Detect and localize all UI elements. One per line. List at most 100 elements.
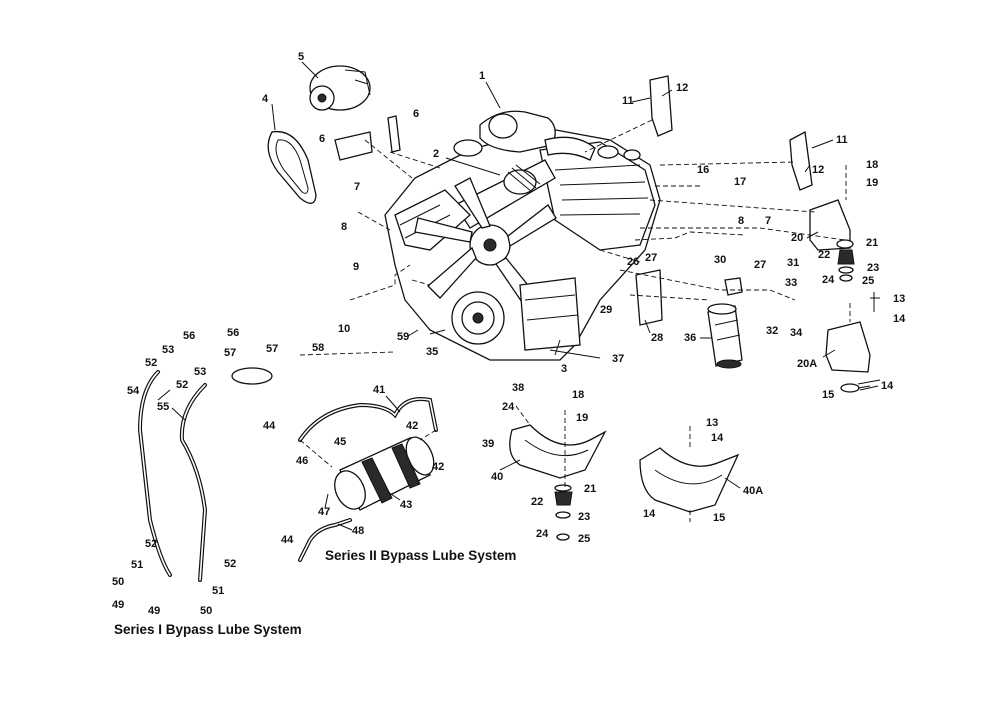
alternator-bracket (334, 131, 373, 161)
part-callout-52: 52 (145, 538, 157, 550)
part-callout-14: 14 (893, 313, 906, 325)
part-callout-6: 6 (413, 108, 419, 120)
part-callout-25: 25 (862, 275, 874, 287)
part-callout-14: 14 (643, 508, 656, 520)
part-callout-53: 53 (162, 344, 174, 356)
part-callout-23: 23 (867, 262, 879, 274)
part-callout-51: 51 (131, 559, 143, 571)
part-callout-46: 46 (296, 455, 308, 467)
part-callout-36: 36 (684, 332, 696, 344)
part-callout-18: 18 (572, 389, 584, 401)
part-callout-50: 50 (200, 605, 212, 617)
part-callout-48: 48 (352, 525, 364, 537)
part-callout-19: 19 (576, 412, 588, 424)
part-callout-32: 32 (766, 325, 778, 337)
bypass-oil-filter (334, 436, 435, 511)
part-callout-38: 38 (512, 382, 524, 394)
part-callout-55: 55 (157, 401, 169, 413)
part-callout-54: 54 (127, 385, 140, 397)
lifting-bracket (649, 75, 673, 137)
part-callout-11: 11 (622, 95, 634, 107)
part-callout-40: 40 (491, 471, 503, 483)
part-callout-10: 10 (338, 323, 350, 335)
part-callout-30: 30 (714, 254, 726, 266)
engine-block (384, 110, 661, 361)
part-callout-53: 53 (194, 366, 206, 378)
part-callout-24: 24 (502, 401, 515, 413)
part-callout-8: 8 (341, 221, 347, 233)
part-callout-12: 12 (676, 82, 688, 94)
part-callout-27: 27 (754, 259, 766, 271)
part-callout-40a: 40A (743, 485, 763, 497)
part-callout-3: 3 (561, 363, 567, 375)
part-callout-12: 12 (812, 164, 824, 176)
part-callout-14: 14 (881, 380, 894, 392)
part-callout-6: 6 (319, 133, 325, 145)
part-callout-7: 7 (765, 215, 771, 227)
part-callout-39: 39 (482, 438, 494, 450)
part-callout-25: 25 (578, 533, 590, 545)
part-callout-50: 50 (112, 576, 124, 588)
part-callout-45: 45 (334, 436, 346, 448)
part-callout-56: 56 (183, 330, 195, 342)
part-callout-4: 4 (262, 93, 269, 105)
part-callout-34: 34 (790, 327, 803, 339)
part-callout-13: 13 (706, 417, 718, 429)
part-callout-47: 47 (318, 506, 330, 518)
part-callout-13: 13 (893, 293, 905, 305)
fuel-filter (707, 303, 743, 369)
part-callout-44: 44 (263, 420, 276, 432)
part-callout-35: 35 (426, 346, 438, 358)
part-callout-11: 11 (836, 134, 848, 146)
part-callout-21: 21 (866, 237, 878, 249)
front-engine-mount (809, 199, 855, 282)
part-callout-20a: 20A (797, 358, 817, 370)
part-callout-8: 8 (738, 215, 744, 227)
part-callout-41: 41 (373, 384, 385, 396)
part-callout-49: 49 (148, 605, 160, 617)
part-callout-33: 33 (785, 277, 797, 289)
part-callout-22: 22 (818, 249, 830, 261)
part-callout-31: 31 (787, 257, 799, 269)
part-callout-59: 59 (397, 331, 409, 343)
part-callout-26: 26 (627, 256, 639, 268)
part-callout-18: 18 (866, 159, 878, 171)
adapter-plate (231, 367, 273, 385)
part-callout-14: 14 (711, 432, 724, 444)
part-callout-15: 15 (713, 512, 725, 524)
part-callout-24: 24 (536, 528, 549, 540)
drive-belt (267, 130, 317, 204)
caption-series-2: Series II Bypass Lube System (325, 548, 516, 563)
part-callout-57: 57 (224, 347, 236, 359)
part-callout-29: 29 (600, 304, 612, 316)
part-callout-16: 16 (697, 164, 709, 176)
part-callout-37: 37 (612, 353, 624, 365)
part-callout-57: 57 (266, 343, 278, 355)
part-callout-27: 27 (645, 252, 657, 264)
part-callout-44: 44 (281, 534, 294, 546)
caption-series-1: Series I Bypass Lube System (114, 622, 302, 637)
part-callout-2: 2 (433, 148, 439, 160)
part-callout-49: 49 (112, 599, 124, 611)
alternator (309, 65, 371, 111)
lower-bracket (509, 424, 607, 479)
part-callout-28: 28 (651, 332, 663, 344)
part-callout-23: 23 (578, 511, 590, 523)
part-callout-43: 43 (400, 499, 412, 511)
part-callout-56: 56 (227, 327, 239, 339)
part-callout-42: 42 (432, 461, 444, 473)
part-callout-20: 20 (791, 232, 803, 244)
lifting-bracket-rear (789, 130, 813, 191)
part-callout-42: 42 (406, 420, 418, 432)
part-callout-21: 21 (584, 483, 596, 495)
part-callout-19: 19 (866, 177, 878, 189)
part-callout-5: 5 (298, 51, 304, 63)
part-callout-24: 24 (822, 274, 835, 286)
part-callout-52: 52 (224, 558, 236, 570)
bracket-30 (724, 277, 743, 296)
part-callout-17: 17 (734, 176, 746, 188)
part-callout-58: 58 (312, 342, 324, 354)
part-callout-51: 51 (212, 585, 224, 597)
